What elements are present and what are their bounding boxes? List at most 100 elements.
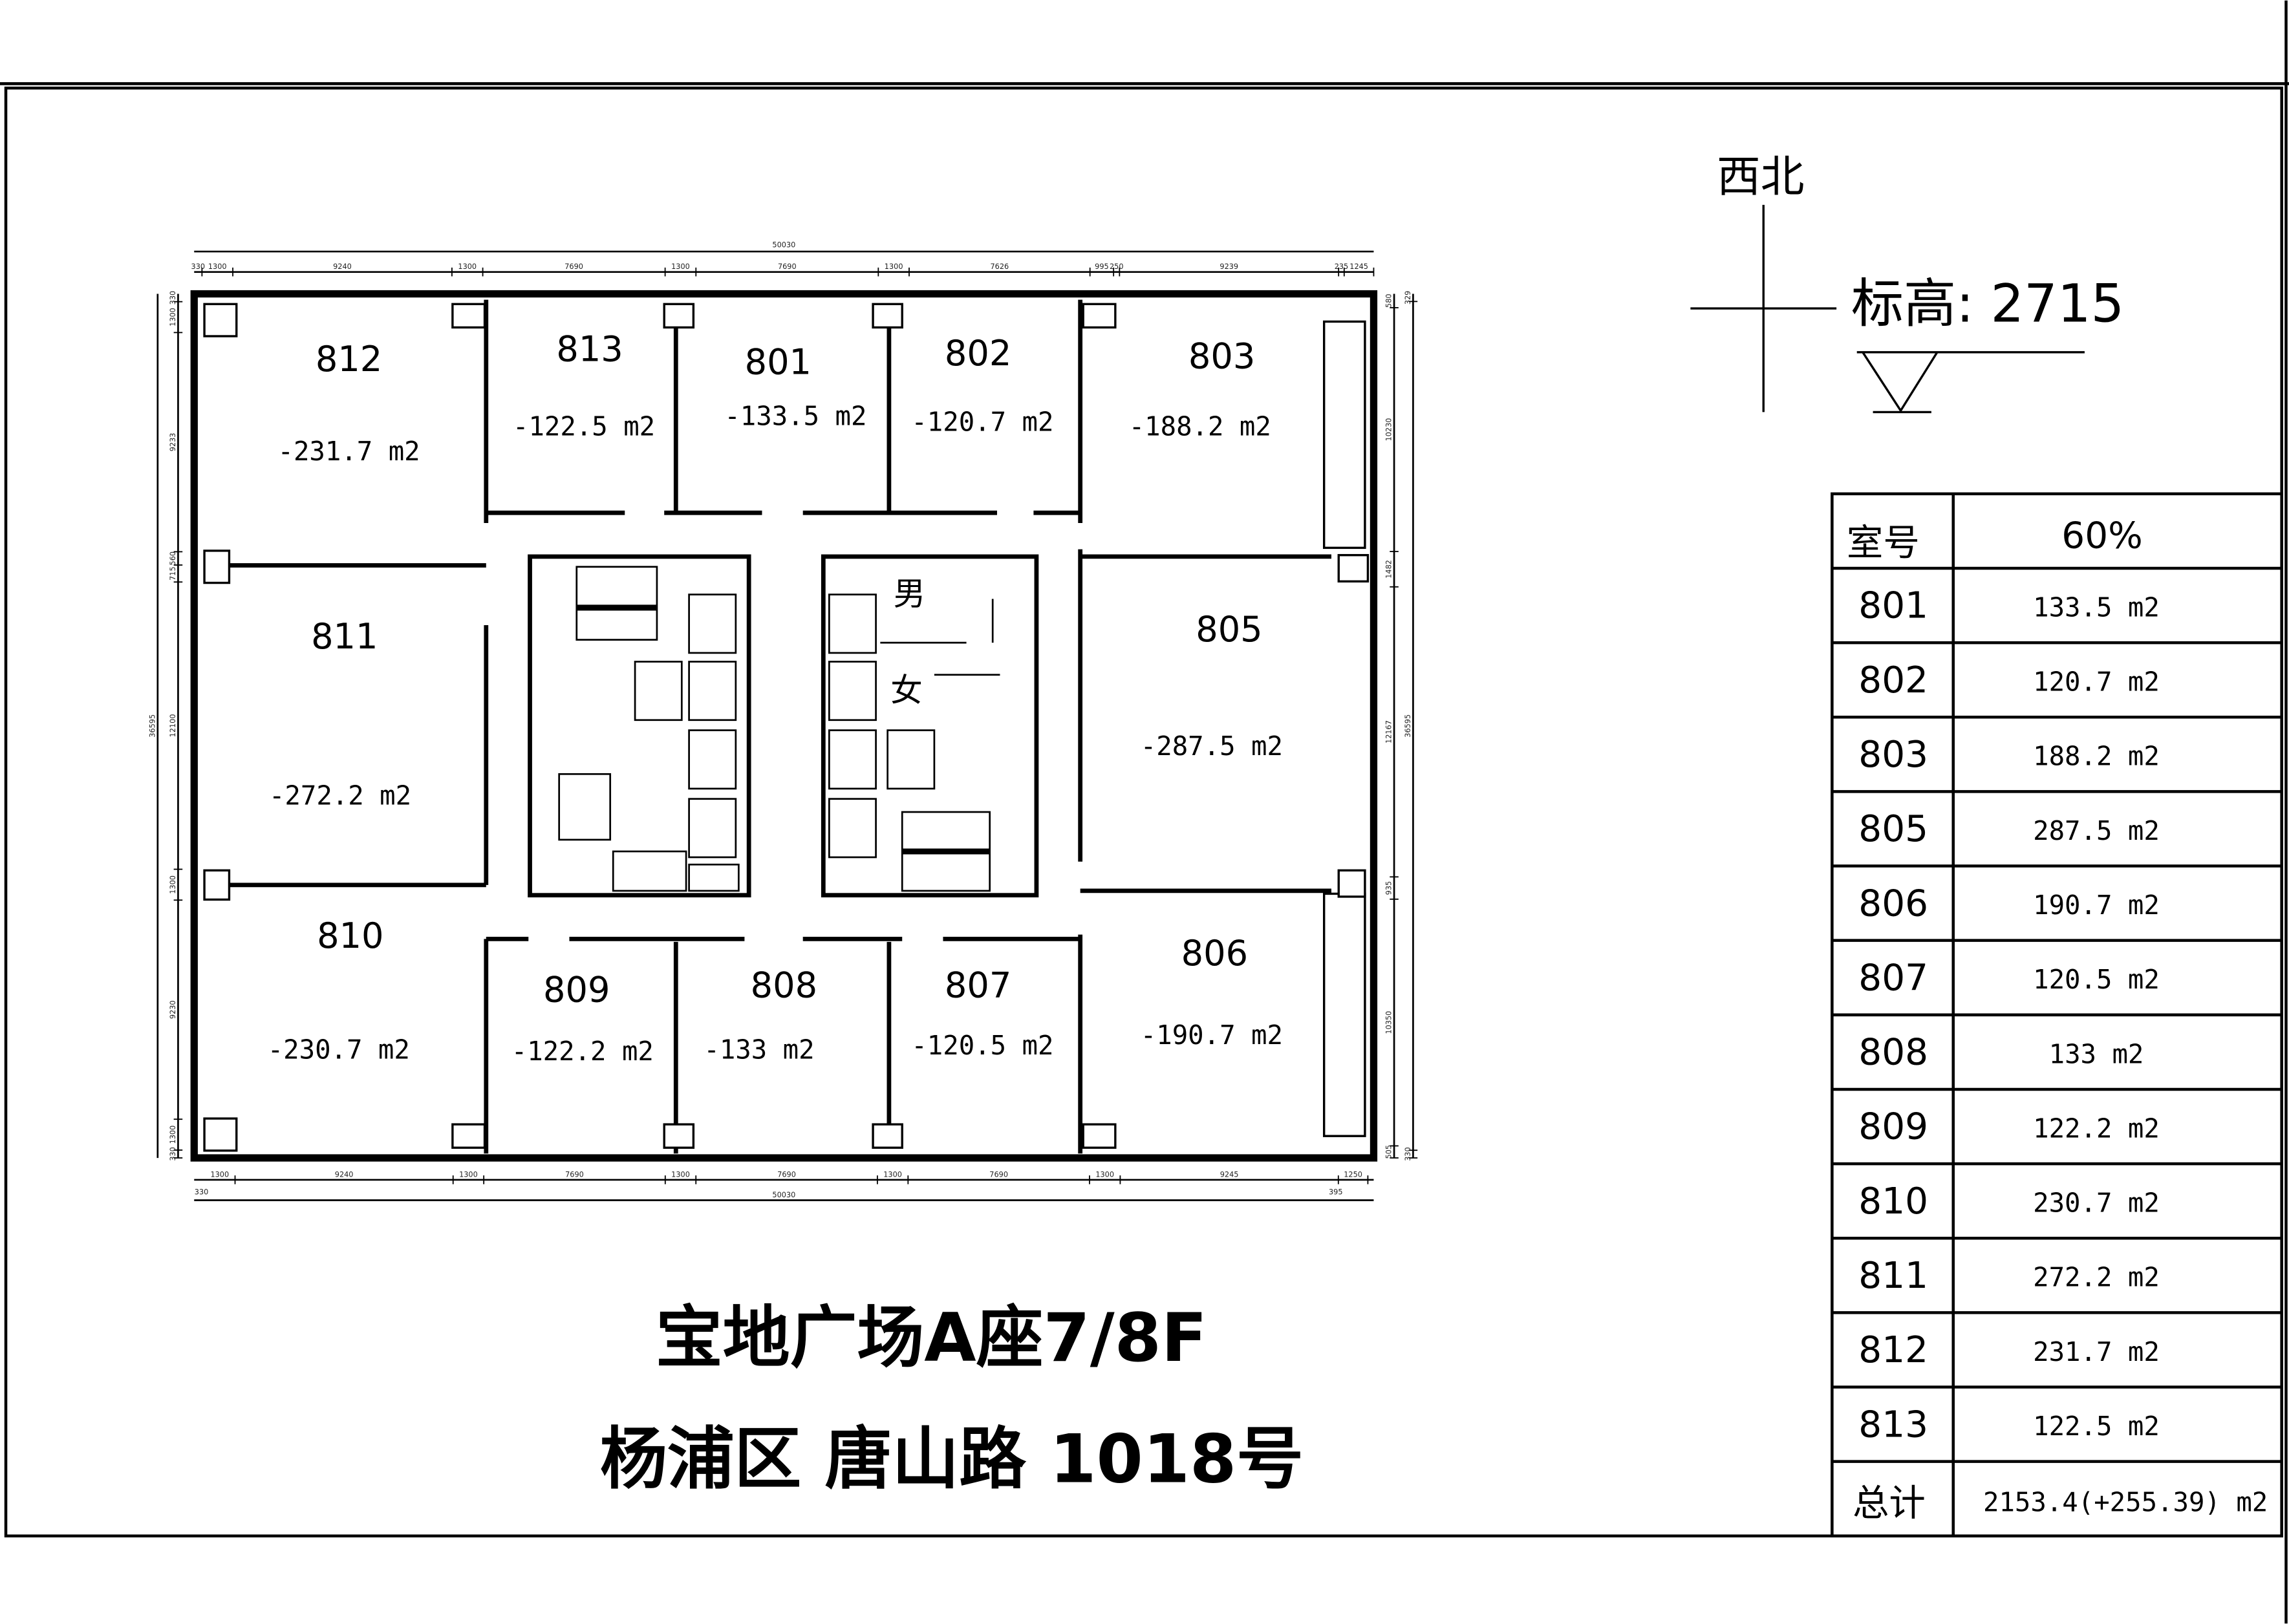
- dimension-label: 7690: [565, 1170, 584, 1179]
- dimension-label: 9239: [1220, 262, 1238, 271]
- room-813: 813-122.5 m2: [513, 328, 655, 442]
- room-number: 812: [316, 339, 382, 379]
- dimension-label: 7690: [989, 1170, 1008, 1179]
- dimension-label: 715: [169, 566, 177, 581]
- elevation-label: 标高: 2715: [1851, 273, 2125, 334]
- room-number: 806: [1181, 933, 1248, 974]
- table-room-area: 122.2 m2: [2033, 1113, 2160, 1144]
- table-room-number: 813: [1858, 1404, 1928, 1446]
- room-number: 807: [945, 965, 1011, 1006]
- room-area: -190.7 m2: [1141, 1020, 1283, 1051]
- room-area: -120.7 m2: [911, 407, 1053, 438]
- room-810: 810 -230.7 m2: [268, 915, 410, 1065]
- dimension-label: 7690: [564, 262, 583, 271]
- table-row: 807 120.5 m2: [1858, 957, 2160, 999]
- table-room-area: 188.2 m2: [2033, 741, 2160, 772]
- drawing-address: 杨浦区 唐山路 1018号: [600, 1420, 1304, 1498]
- orientation-marker: 西北: [1690, 151, 1837, 412]
- room-808: 808-133 m2: [704, 965, 817, 1065]
- dimension-label: 7626: [991, 262, 1009, 271]
- dimension-label: 1250: [1344, 1170, 1362, 1179]
- room-area: -122.2 m2: [511, 1036, 654, 1067]
- dimension-label: 9233: [169, 433, 177, 452]
- room-area: -188.2 m2: [1129, 411, 1271, 442]
- table-room-area: 230.7 m2: [2033, 1188, 2160, 1219]
- table-room-area: 231.7 m2: [2033, 1336, 2160, 1367]
- dimension-label: 10350: [1385, 1011, 1393, 1034]
- dimension-label: 330: [169, 1147, 177, 1161]
- room-number: 803: [1188, 336, 1255, 377]
- room-803: 803 -188.2 m2: [1129, 336, 1271, 442]
- room-806: 806 -190.7 m2: [1141, 933, 1283, 1051]
- table-room-number: 807: [1858, 957, 1928, 999]
- room-number: 810: [317, 915, 383, 956]
- dimension-label: 995: [1095, 262, 1109, 271]
- room-807: 807-120.5 m2: [911, 965, 1053, 1061]
- table-room-area: 122.5 m2: [2033, 1411, 2160, 1442]
- dimension-label: 330: [191, 262, 206, 271]
- table-room-area: 133 m2: [2049, 1038, 2144, 1069]
- dimension-label: 1245: [1349, 262, 1368, 271]
- table-room-number: 810: [1858, 1181, 1928, 1223]
- dimension-label: 1300: [671, 262, 690, 271]
- dimension-label: 235: [1335, 262, 1349, 271]
- dimension-label: 1300: [208, 262, 227, 271]
- dimension-label: 580: [1385, 294, 1393, 308]
- table-total-value: 2153.4(+255.39) m2: [1983, 1486, 2268, 1517]
- columns: [203, 303, 1370, 1152]
- room-number: 801: [745, 342, 811, 383]
- dim-left-total: 36595: [148, 714, 156, 738]
- table-header-room: 室号: [1847, 522, 1920, 564]
- room-number: 809: [543, 969, 610, 1010]
- table-header-ratio: 60%: [2061, 515, 2142, 557]
- table-room-number: 803: [1858, 734, 1928, 776]
- table-row: 810 230.7 m2: [1858, 1181, 2160, 1223]
- dim-bottom-total: 50030: [772, 1191, 795, 1199]
- dimension-label: 1300: [169, 1126, 177, 1144]
- core-left-stair-elevators: [528, 554, 751, 898]
- room-811: 811-272.2 m2: [269, 616, 411, 811]
- dimension-label: 330: [1404, 1147, 1412, 1161]
- room-805: 805 -287.5 m2: [1141, 609, 1283, 762]
- table-room-area: 133.5 m2: [2033, 592, 2160, 623]
- room-area: -287.5 m2: [1141, 731, 1283, 762]
- room-labels: 812-231.7 m2 813-122.5 m2 801-133.5 m2 8…: [268, 328, 1283, 1066]
- room-area: -272.2 m2: [269, 780, 411, 811]
- restroom-male-label: 男: [894, 575, 926, 612]
- dimension-label: 505: [1385, 1145, 1393, 1159]
- dimension-label: 250: [1110, 262, 1124, 271]
- room-number: 805: [1196, 609, 1262, 650]
- dimension-label: 1300: [885, 262, 903, 271]
- table-room-number: 805: [1858, 808, 1928, 850]
- dimension-label: 560: [169, 551, 177, 566]
- building-outer-wall: [190, 290, 1378, 1162]
- drawing-title: 宝地广场A座7/8F: [656, 1299, 1207, 1377]
- dimension-label: 36595: [1404, 714, 1412, 738]
- room-area: -231.7 m2: [278, 436, 420, 467]
- room-area: -230.7 m2: [268, 1034, 410, 1065]
- table-room-number: 801: [1858, 585, 1928, 627]
- dimension-label: 1300: [210, 1170, 229, 1179]
- dimension-label: 9240: [333, 262, 352, 271]
- room-number: 813: [556, 328, 623, 369]
- dimension-label: 395: [1329, 1188, 1343, 1197]
- dimension-label: 1300: [883, 1170, 902, 1179]
- dimension-label: 1300: [458, 262, 477, 271]
- dimension-label: 1300: [1095, 1170, 1114, 1179]
- core-right-restrooms-stair: 男 女: [821, 554, 1039, 898]
- orientation-label: 西北: [1717, 151, 1804, 202]
- dimension-label: 330: [195, 1188, 209, 1197]
- dimension-label: 329: [1404, 291, 1412, 305]
- interior-walls: [226, 299, 1366, 1154]
- table-row: 801 133.5 m2: [1858, 585, 2160, 627]
- table-room-area: 120.5 m2: [2033, 964, 2160, 995]
- room-802: 802-120.7 m2: [911, 333, 1053, 438]
